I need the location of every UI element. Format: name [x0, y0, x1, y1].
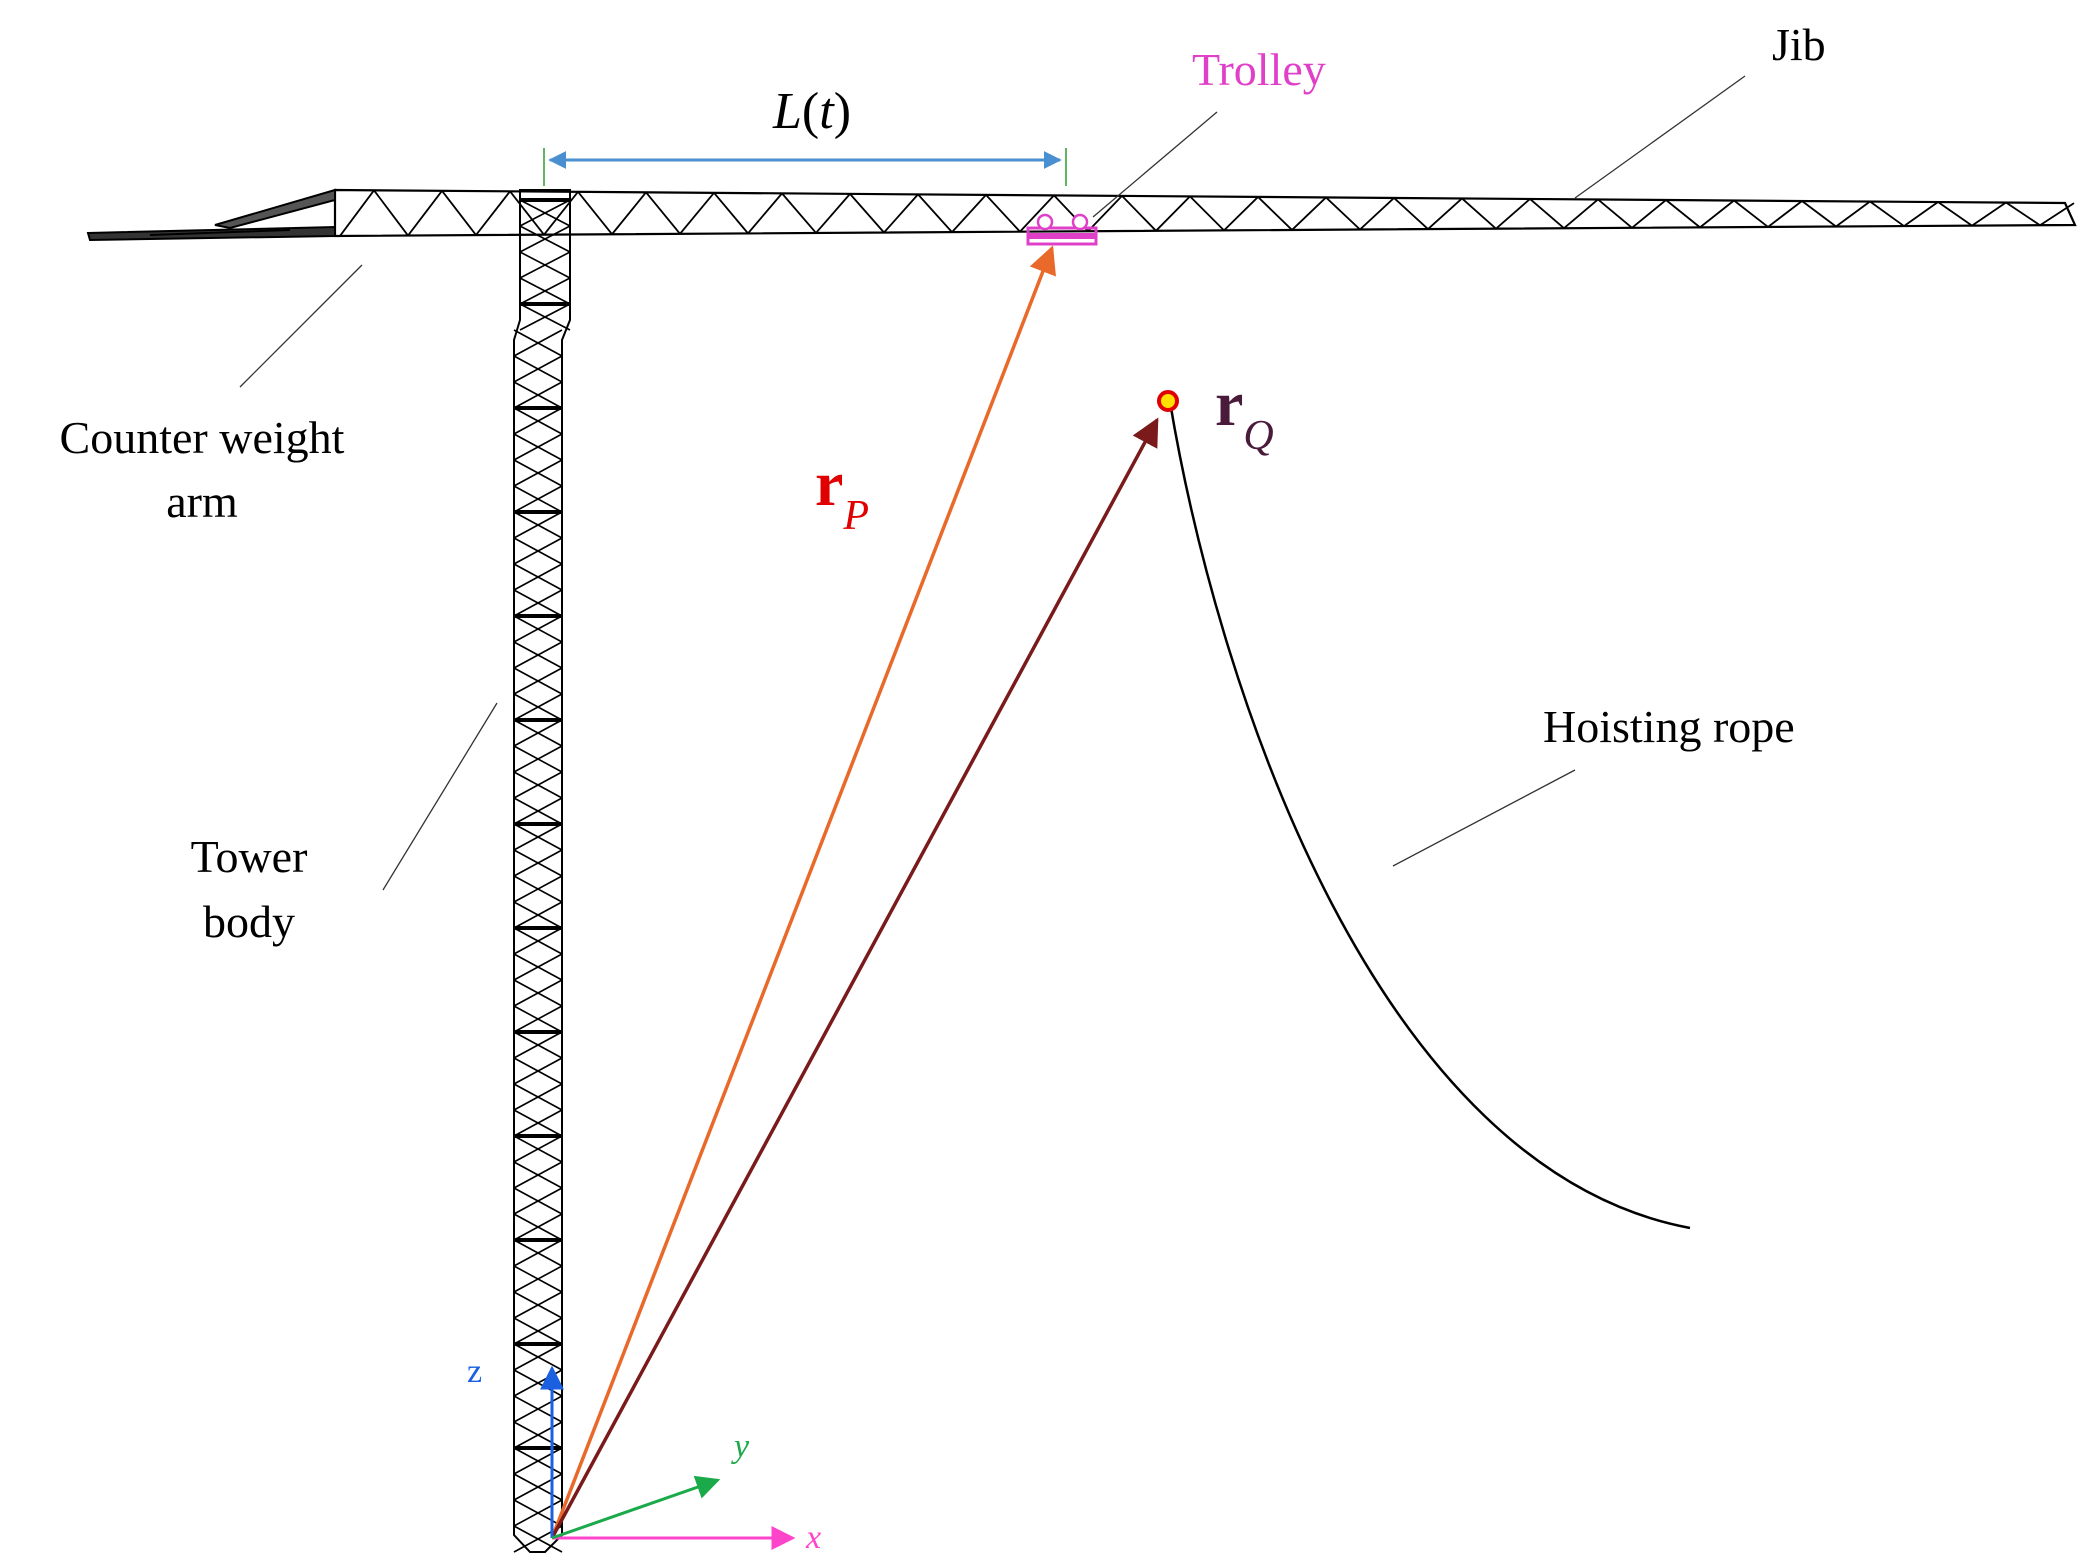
- z-axis-label: z: [467, 1353, 482, 1390]
- jib-label: Jib: [1772, 19, 1826, 70]
- r-q-vector: [550, 417, 1159, 1539]
- tower-body-truss: [513, 189, 571, 1553]
- trolley-leader-line: [1092, 111, 1218, 218]
- x-axis-label: x: [805, 1519, 821, 1556]
- counter-weight-leader-line: [239, 264, 363, 388]
- hoisting-rope-label: Hoisting rope: [1543, 701, 1795, 752]
- hoisting-rope-leader-line: [1392, 769, 1576, 867]
- trolley-label: Trolley: [1192, 44, 1326, 95]
- trolley-distance-dimension: [543, 148, 1067, 186]
- load-point-marker: [1157, 390, 1179, 412]
- counter-weight-arm-label-line2: arm: [166, 476, 238, 527]
- counter-weight-arm-label-line1: Counter weight: [60, 412, 345, 463]
- y-axis-arrow: [551, 1475, 721, 1540]
- jib-truss: [333, 188, 2077, 238]
- tower-body-leader-line: [382, 702, 498, 891]
- tower-body-label-line2: body: [203, 896, 295, 947]
- counter-weight-arm: [86, 188, 336, 242]
- r-p-vector: [550, 245, 1056, 1539]
- y-axis-label: y: [731, 1428, 750, 1465]
- tower-body-label-line1: Tower: [191, 831, 308, 882]
- r-q-label: rQ: [1215, 368, 1274, 459]
- hoisting-rope: [1168, 401, 1691, 1230]
- r-p-label: rP: [815, 448, 869, 539]
- jib-leader-line: [1574, 75, 1746, 199]
- trolley: [1026, 213, 1098, 246]
- trolley-distance-label: L(t): [772, 83, 851, 140]
